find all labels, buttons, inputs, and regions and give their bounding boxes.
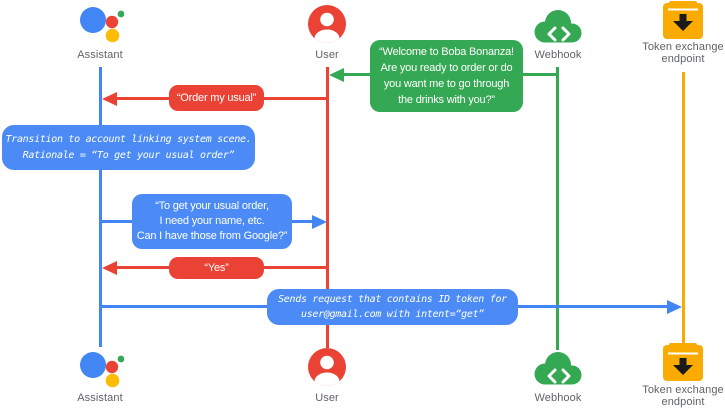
webhook-icon	[534, 352, 582, 385]
message-welcome-line: you want me to go through	[383, 78, 510, 90]
assistant-icon	[80, 7, 124, 43]
note-transition-line: Rationale = “To get your usual order”	[22, 149, 235, 161]
actor-label-user-bottom: User	[315, 392, 339, 404]
webhook-icon	[534, 10, 582, 43]
message-yes: “Yes”	[169, 257, 264, 279]
message-ask-info-line: Can I have those from Google?”	[136, 230, 288, 242]
actor-label-webhook-top: Webhook	[534, 49, 582, 61]
message-welcome: “Welcome to Boba Bonanza! Are you ready …	[370, 40, 523, 112]
actor-label-assistant-bottom: Assistant	[77, 392, 123, 404]
message-yes-text: “Yes”	[204, 261, 229, 274]
message-welcome-line: the drinks with you?”	[398, 94, 495, 106]
lifeline-assistant	[99, 67, 102, 347]
actor-label-assistant-top: Assistant	[77, 49, 123, 61]
assistant-icon	[80, 352, 124, 388]
message-order-usual-text: “Order my usual”	[176, 91, 257, 104]
token-label-line1: Token exchange	[642, 41, 724, 53]
token-label-line2: endpoint	[661, 53, 705, 65]
token-exchange-endpoint-icon	[663, 343, 703, 381]
actor-label-token-endpoint-top: Token exchange endpoint	[633, 41, 725, 65]
token-label-line1: Token exchange	[642, 384, 724, 396]
message-sends-request-line: Sends request that contains ID token for	[278, 294, 507, 305]
lifeline-token-endpoint	[682, 72, 685, 344]
lifeline-webhook	[556, 67, 559, 350]
actor-label-user-top: User	[315, 49, 339, 61]
message-welcome-line: “Welcome to Boba Bonanza!	[379, 46, 514, 58]
message-sends-request-line: user@gmail.com with intent=“get”	[300, 309, 485, 320]
token-exchange-endpoint-icon	[663, 1, 703, 39]
note-transition-line: Transition to account linking system sce…	[5, 133, 252, 145]
user-icon	[308, 348, 346, 386]
user-icon	[308, 5, 346, 43]
message-ask-info-line: I need your name, etc.	[159, 215, 265, 227]
message-ask-info: “To get your usual order, I need your na…	[132, 194, 292, 249]
message-order-usual: “Order my usual”	[169, 85, 264, 111]
note-transition: Transition to account linking system sce…	[2, 125, 255, 170]
lifeline-user	[326, 67, 329, 348]
token-label-line2: endpoint	[661, 396, 705, 408]
message-welcome-line: Are you ready to order or do	[380, 62, 513, 74]
actor-label-token-endpoint-bottom: Token exchange endpoint	[633, 384, 725, 408]
message-ask-info-line: “To get your usual order,	[155, 200, 269, 212]
actor-label-webhook-bottom: Webhook	[534, 392, 582, 404]
message-sends-request: Sends request that contains ID token for…	[267, 289, 518, 325]
